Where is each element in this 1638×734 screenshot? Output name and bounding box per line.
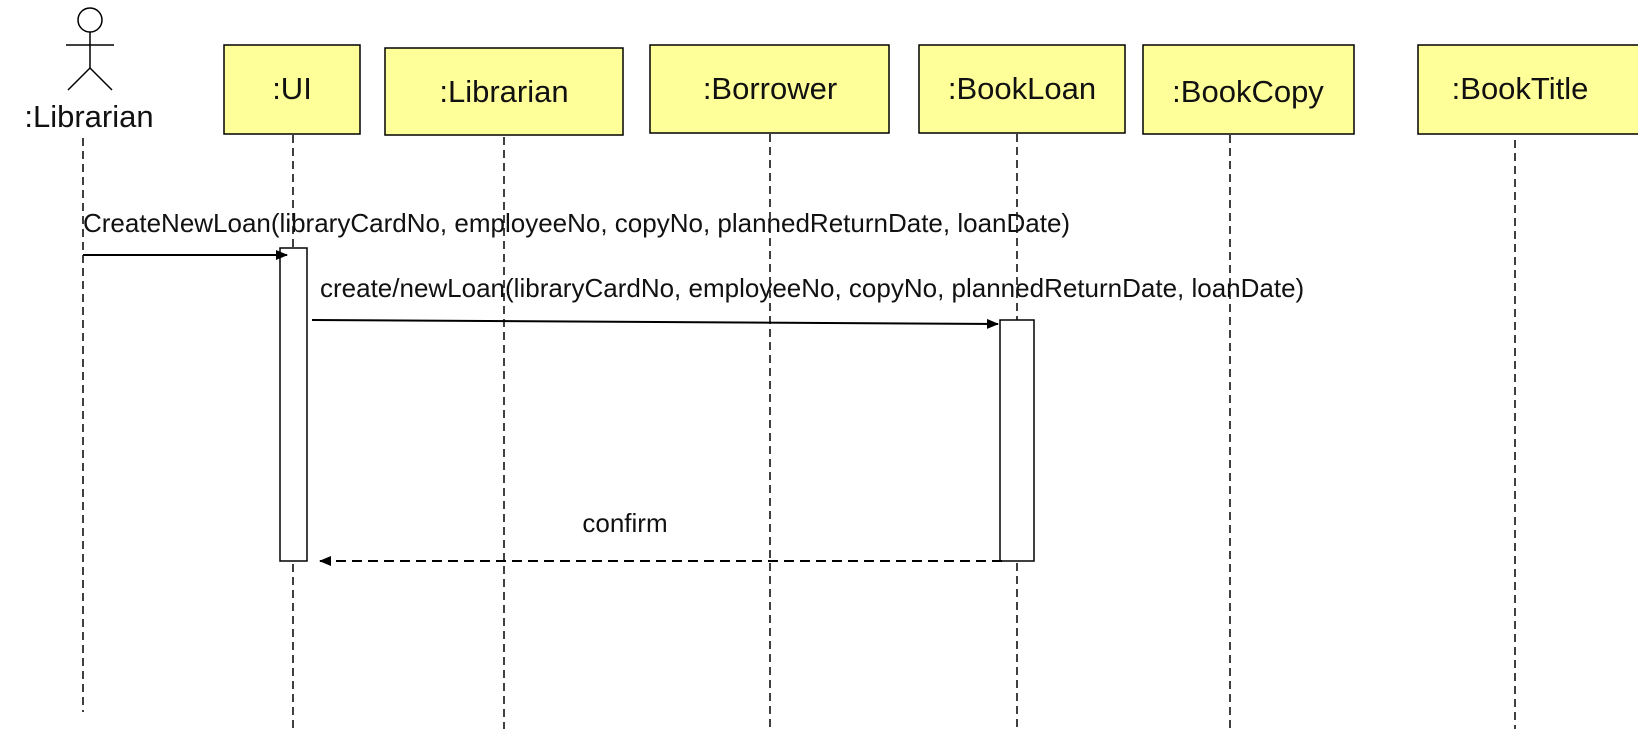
object-ui[interactable]: :UI [223, 44, 361, 135]
message-create-new-loan-bookloan[interactable]: create/newLoan(libraryCardNo, employeeNo… [311, 273, 1304, 329]
message-create-new-loan[interactable]: CreateNewLoan(libraryCardNo, employeeNo,… [83, 208, 1070, 260]
object-librarian[interactable]: :Librarian [384, 47, 624, 136]
object-bookloan[interactable]: :BookLoan [918, 44, 1126, 134]
object-borrower[interactable]: :Borrower [649, 44, 890, 134]
object-box [1142, 44, 1355, 135]
object-box [649, 44, 890, 134]
object-box [1417, 44, 1638, 135]
object-label-bookloan: :BookLoan [948, 71, 1096, 106]
object-label-borrower: :Borrower [703, 71, 837, 106]
message-label: create/newLoan(libraryCardNo, employeeNo… [320, 273, 1304, 303]
message-confirm[interactable]: confirm [319, 508, 1002, 566]
message-label: confirm [582, 508, 667, 538]
actor-librarian[interactable]: :Librarian [24, 7, 154, 134]
object-label-bookcopy: :BookCopy [1172, 74, 1324, 109]
stick-figure-icon [66, 7, 114, 91]
actor-label: :Librarian [24, 99, 153, 134]
object-box [223, 44, 361, 135]
object-bookcopy[interactable]: :BookCopy [1142, 44, 1355, 135]
activation-ui [279, 247, 308, 562]
object-label-ui: :UI [272, 71, 312, 106]
message-label: CreateNewLoan(libraryCardNo, employeeNo,… [83, 208, 1070, 238]
object-label-librarian: :Librarian [439, 74, 568, 109]
activation-bookloan [999, 319, 1035, 562]
message-arrow [311, 318, 999, 329]
object-booktitle[interactable]: :BookTitle [1417, 44, 1638, 135]
object-box [384, 47, 624, 136]
object-label-booktitle: :BookTitle [1452, 71, 1589, 106]
object-box [918, 44, 1126, 134]
